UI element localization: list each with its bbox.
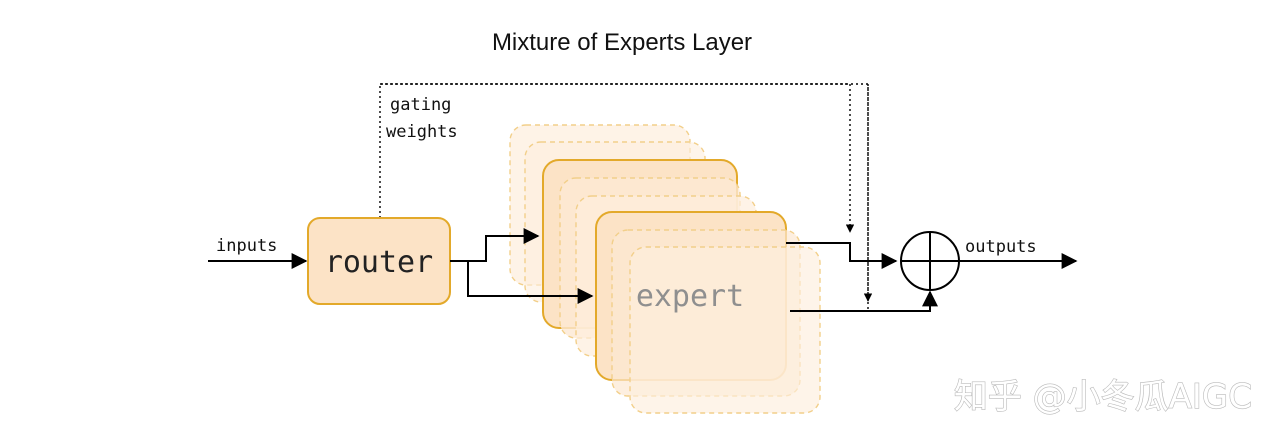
gating-weights-label: gating weights bbox=[386, 95, 462, 142]
diagram-title: Mixture of Experts Layer bbox=[492, 29, 752, 56]
expert-box: expert bbox=[595, 211, 821, 414]
watermark-text: 知乎 @小冬瓜AIGC bbox=[954, 377, 1252, 417]
router-box: router bbox=[307, 217, 451, 305]
expert-label: expert bbox=[636, 279, 744, 314]
circle-plus-icon bbox=[900, 231, 960, 291]
router-to-expert-arrows bbox=[450, 228, 594, 304]
outputs-label: outputs bbox=[965, 237, 1037, 257]
expert-output-lines bbox=[786, 242, 938, 312]
gating-weights-label-line2: weights bbox=[386, 122, 458, 142]
router-label: router bbox=[325, 245, 433, 280]
gating-weights-path bbox=[379, 83, 873, 312]
inputs-label: inputs bbox=[216, 236, 277, 256]
gating-weights-label-line1: gating bbox=[390, 95, 451, 115]
